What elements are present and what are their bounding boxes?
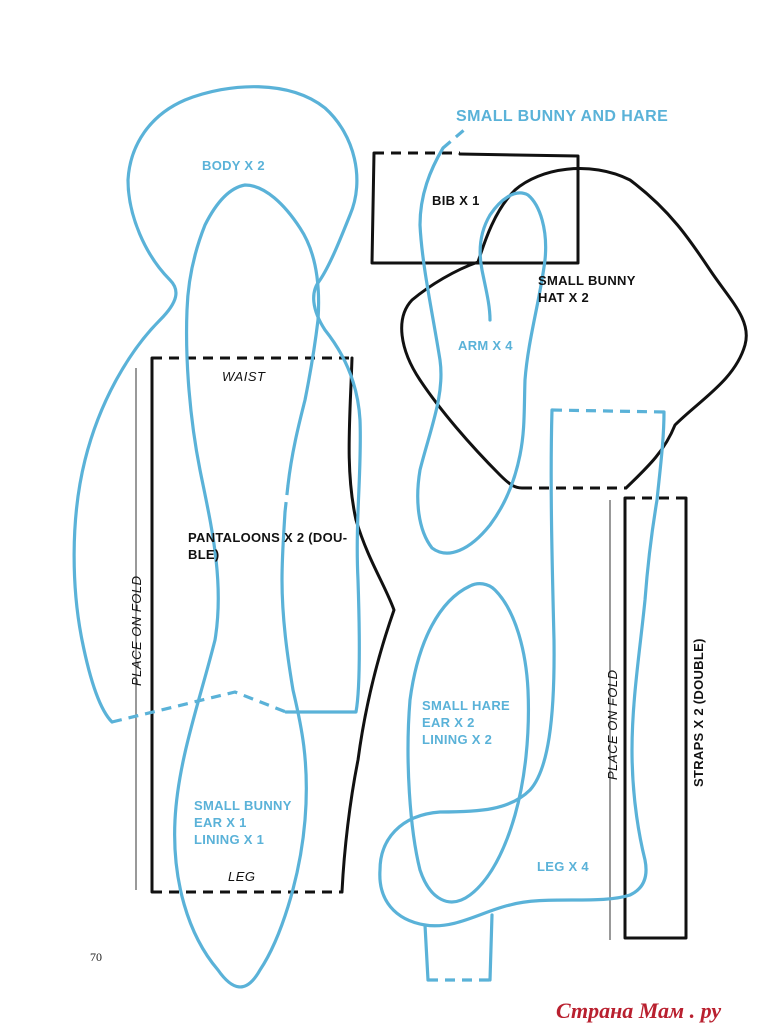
right-place-on-fold-label: PLACE ON FOLD	[605, 669, 620, 780]
straps-label: STRAPS X 2 (DOUBLE)	[691, 638, 706, 787]
straps-outline	[623, 496, 688, 940]
leg-label: LEG X 4	[537, 859, 589, 874]
body-label: BODY X 2	[202, 158, 265, 173]
waist-label: WAIST	[222, 369, 266, 384]
bib-label: BIB X 1	[432, 193, 480, 208]
pantaloons-outline	[150, 356, 396, 894]
pattern-title: SMALL BUNNY AND HARE	[456, 108, 669, 125]
hare-ear-label: SMALL HARE EAR X 2 LINING X 2	[422, 698, 510, 747]
hat-label: SMALL BUNNY HAT X 2	[538, 273, 636, 305]
pantaloons-label: PANTALOONS X 2 (DOU- BLE)	[188, 530, 348, 562]
site-watermark: Страна Мам . ру	[556, 998, 722, 1023]
page-number: 70	[90, 950, 102, 964]
arm-outline	[416, 128, 548, 555]
bunny-ear-outline	[173, 183, 321, 989]
bunny-ear-label: SMALL BUNNY EAR X 1 LINING X 1	[194, 798, 292, 847]
leg-outline	[378, 408, 666, 982]
hat-outline	[400, 167, 748, 490]
leg-waist-mark-label: LEG	[228, 869, 256, 884]
bib-outline	[370, 151, 580, 265]
hare-ear-outline	[406, 582, 531, 904]
left-place-on-fold-label: PLACE ON FOLD	[129, 575, 144, 686]
body-outline	[72, 85, 362, 724]
arm-label: ARM X 4	[458, 338, 513, 353]
